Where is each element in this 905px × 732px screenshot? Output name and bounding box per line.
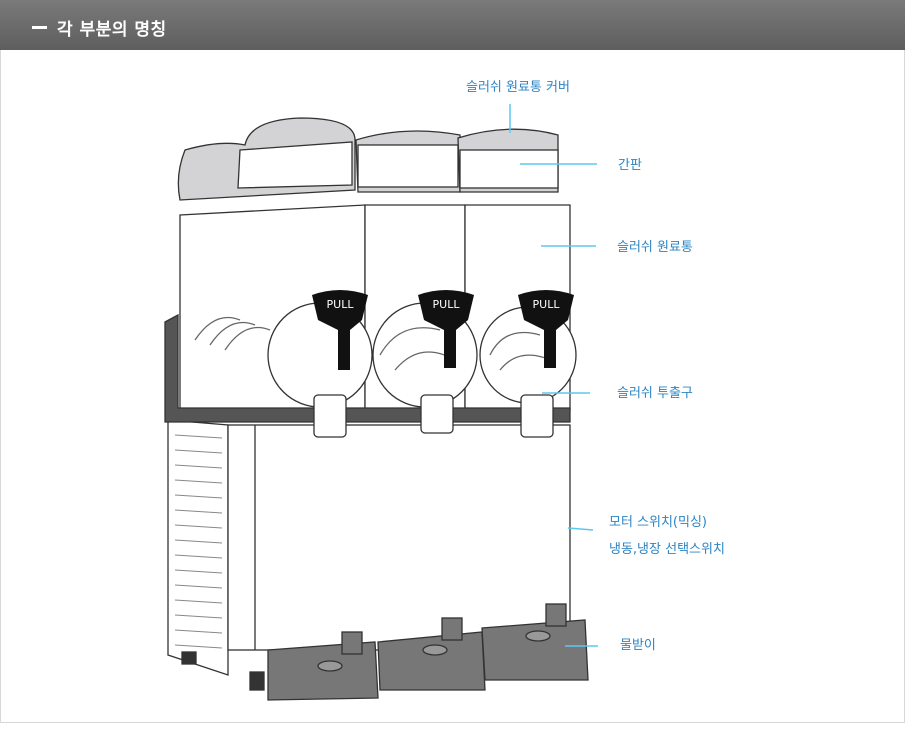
label-tank: 슬러쉬 원료통: [617, 240, 693, 255]
drip-tray-right: [481, 619, 589, 681]
pull-text-left: PULL: [327, 298, 355, 311]
label-mode-switch: 냉동,냉장 선택스위치: [609, 542, 725, 557]
leader-lines: [509, 104, 598, 647]
pull-text-right: PULL: [533, 298, 561, 311]
label-tank-cover: 슬러쉬 원료통 커버: [466, 80, 570, 95]
front-panel: [227, 424, 571, 651]
drip-tray-left: [267, 641, 379, 701]
label-outlet: 슬러쉬 투출구: [617, 386, 693, 401]
section-header: 각 부분의 명칭: [0, 0, 905, 50]
pull-handles: [312, 290, 574, 370]
side-vents: [174, 434, 223, 649]
section-title: 각 부분의 명칭: [57, 20, 167, 40]
label-sign: 간판: [618, 158, 642, 173]
pull-text-middle: PULL: [433, 298, 461, 311]
drip-tray-middle: [377, 631, 486, 691]
side-panel: [167, 419, 229, 676]
label-motor-switch: 모터 스위치(믹싱): [609, 515, 707, 530]
dash-icon: [32, 26, 47, 29]
label-drip-tray: 물받이: [620, 638, 656, 653]
